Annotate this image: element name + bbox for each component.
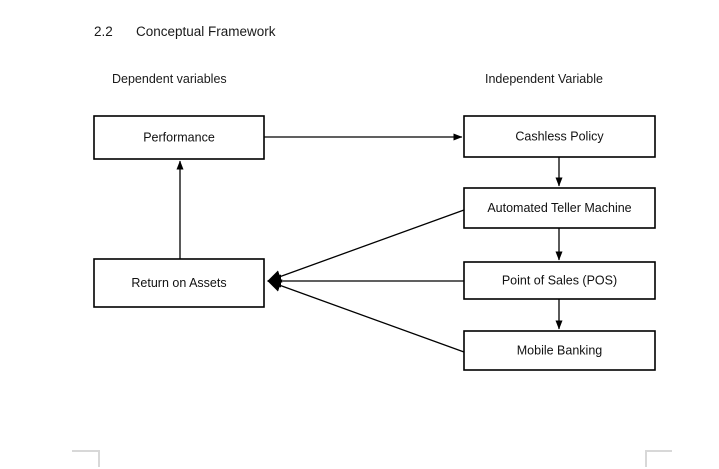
node-label-cashless: Cashless Policy <box>515 129 604 143</box>
node-pos[interactable]: Point of Sales (POS) <box>463 261 656 300</box>
node-label-pos: Point of Sales (POS) <box>502 273 617 287</box>
edge-atm-to-return <box>267 209 465 283</box>
node-label-performance: Performance <box>143 130 215 144</box>
edge-mobile-to-return <box>267 279 465 353</box>
node-cashless[interactable]: Cashless Policy <box>463 115 656 158</box>
node-performance[interactable]: Performance <box>93 115 265 160</box>
section-number: 2.2 <box>94 24 113 39</box>
edges-layer <box>176 133 563 353</box>
section-heading: 2.2 Conceptual Framework <box>94 24 276 39</box>
node-box-mobile <box>463 330 656 371</box>
node-box-performance <box>93 115 265 160</box>
column-heading-independent: Independent Variable <box>485 72 603 86</box>
node-label-atm: Automated Teller Machine <box>487 201 631 215</box>
node-return-assets[interactable]: Return on Assets <box>93 258 265 308</box>
crop-mark-bottom-right <box>645 450 672 467</box>
node-box-return-assets <box>93 258 265 308</box>
node-box-pos <box>463 261 656 300</box>
column-heading-dependent: Dependent variables <box>112 72 227 86</box>
crop-mark-bottom-left <box>72 450 100 467</box>
node-label-return-assets: Return on Assets <box>131 276 226 290</box>
node-box-cashless <box>463 115 656 158</box>
node-mobile[interactable]: Mobile Banking <box>463 330 656 371</box>
node-label-mobile: Mobile Banking <box>517 343 603 357</box>
node-box-atm <box>463 187 656 229</box>
section-title: Conceptual Framework <box>136 24 276 39</box>
node-atm[interactable]: Automated Teller Machine <box>463 187 656 229</box>
